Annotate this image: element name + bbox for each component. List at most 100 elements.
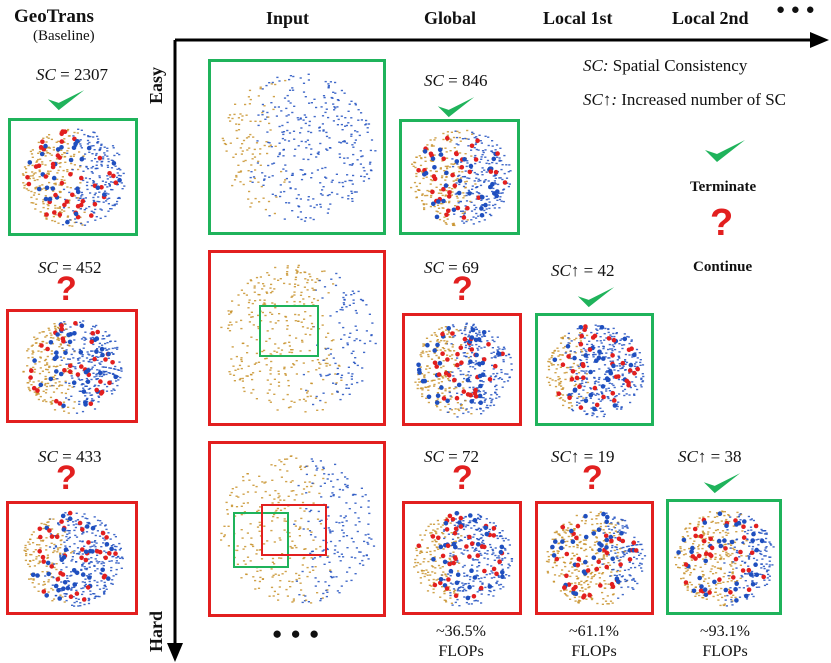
- cloud-point: [476, 391, 479, 393]
- cloud-point: [632, 544, 635, 546]
- cloud-point: [237, 496, 240, 498]
- cloud-point: [422, 352, 425, 354]
- cloud-point: [27, 357, 30, 359]
- correspondence-point: [103, 357, 108, 362]
- correspondence-point: [431, 201, 436, 207]
- cloud-point: [433, 383, 436, 386]
- cloud-point: [469, 521, 472, 524]
- cloud-point: [59, 384, 62, 386]
- cloud-point: [594, 541, 597, 543]
- cloud-point: [117, 379, 120, 381]
- cloud-point: [569, 562, 572, 565]
- cloud-point: [420, 355, 423, 358]
- cloud-point: [254, 491, 257, 493]
- cloud-point: [480, 413, 483, 415]
- cloud-point: [455, 328, 458, 331]
- cloud-point: [65, 566, 68, 568]
- cloud-point: [426, 380, 429, 382]
- cloud-point: [493, 180, 496, 182]
- cloud-point: [448, 586, 451, 588]
- cloud-point: [555, 368, 558, 370]
- correspondence-point: [445, 398, 450, 404]
- cloud-point: [505, 177, 509, 179]
- cloud-point: [500, 564, 503, 566]
- cloud-point: [90, 394, 94, 396]
- cloud-point: [113, 548, 117, 551]
- cloud-point: [59, 334, 62, 336]
- cloud-point: [576, 328, 579, 330]
- cloud-point: [264, 175, 267, 177]
- cloud-point: [270, 83, 273, 85]
- cloud-point: [23, 166, 27, 168]
- cloud-point: [67, 580, 71, 583]
- cloud-point: [459, 140, 462, 142]
- question-icon: ?: [452, 270, 473, 308]
- cloud-point: [292, 75, 295, 78]
- cloud-point: [332, 576, 335, 578]
- cloud-point: [298, 399, 301, 401]
- cloud-point: [109, 208, 112, 210]
- cloud-point: [602, 415, 605, 418]
- cloud-point: [490, 394, 493, 396]
- cloud-point: [596, 392, 599, 395]
- cloud-point: [438, 218, 442, 221]
- cloud-point: [579, 383, 582, 385]
- cloud-point: [90, 368, 93, 370]
- cloud-point: [246, 502, 249, 504]
- cloud-point: [52, 576, 55, 579]
- cloud-point: [270, 529, 273, 532]
- cloud-point: [38, 561, 41, 563]
- cloud-point: [258, 524, 262, 526]
- cloud-point: [113, 204, 116, 207]
- correspondence-point: [465, 595, 471, 601]
- cloud-point: [570, 408, 574, 411]
- cloud-point: [79, 602, 82, 604]
- point-cloud: [545, 511, 647, 605]
- correspondence-point: [493, 169, 499, 175]
- cloud-point: [300, 140, 303, 143]
- cloud-point: [430, 160, 433, 162]
- cloud-point: [445, 601, 448, 603]
- cloud-point: [329, 532, 332, 534]
- correspondence-point: [453, 526, 459, 532]
- cloud-point: [235, 506, 239, 508]
- cloud-point: [87, 563, 91, 565]
- correspondence-point: [599, 325, 605, 330]
- correspondence-point: [620, 360, 626, 366]
- global-panel-row1: [399, 119, 520, 235]
- cloud-point: [86, 221, 89, 223]
- cloud-point: [505, 354, 508, 357]
- cloud-point: [471, 131, 474, 133]
- cloud-point: [32, 366, 35, 369]
- cloud-point: [71, 586, 74, 589]
- cloud-point: [345, 520, 348, 522]
- cloud-point: [491, 339, 494, 341]
- cloud-point: [501, 192, 504, 194]
- cloud-point: [252, 372, 255, 374]
- cloud-point: [341, 196, 344, 199]
- cloud-point: [265, 84, 268, 87]
- cloud-point: [360, 155, 363, 158]
- cloud-point: [255, 276, 259, 279]
- cloud-point: [501, 557, 504, 560]
- cloud-point: [575, 568, 578, 571]
- cloud-point: [561, 556, 564, 559]
- cloud-point: [47, 591, 50, 593]
- cloud-point: [93, 593, 96, 595]
- cloud-point: [464, 153, 467, 155]
- cloud-point: [90, 328, 93, 330]
- cloud-point: [503, 154, 506, 157]
- cloud-point: [322, 129, 325, 131]
- cloud-point: [348, 164, 351, 166]
- cloud-point: [328, 529, 331, 531]
- cloud-point: [229, 312, 233, 314]
- cloud-point: [291, 295, 294, 297]
- cloud-point: [463, 329, 466, 332]
- cloud-point: [289, 455, 292, 457]
- cloud-point: [433, 154, 436, 156]
- correspondence-point: [471, 594, 477, 599]
- cloud-point: [508, 575, 511, 577]
- correspondence-point: [39, 343, 44, 348]
- cloud-point: [43, 583, 46, 585]
- cloud-point: [306, 390, 309, 392]
